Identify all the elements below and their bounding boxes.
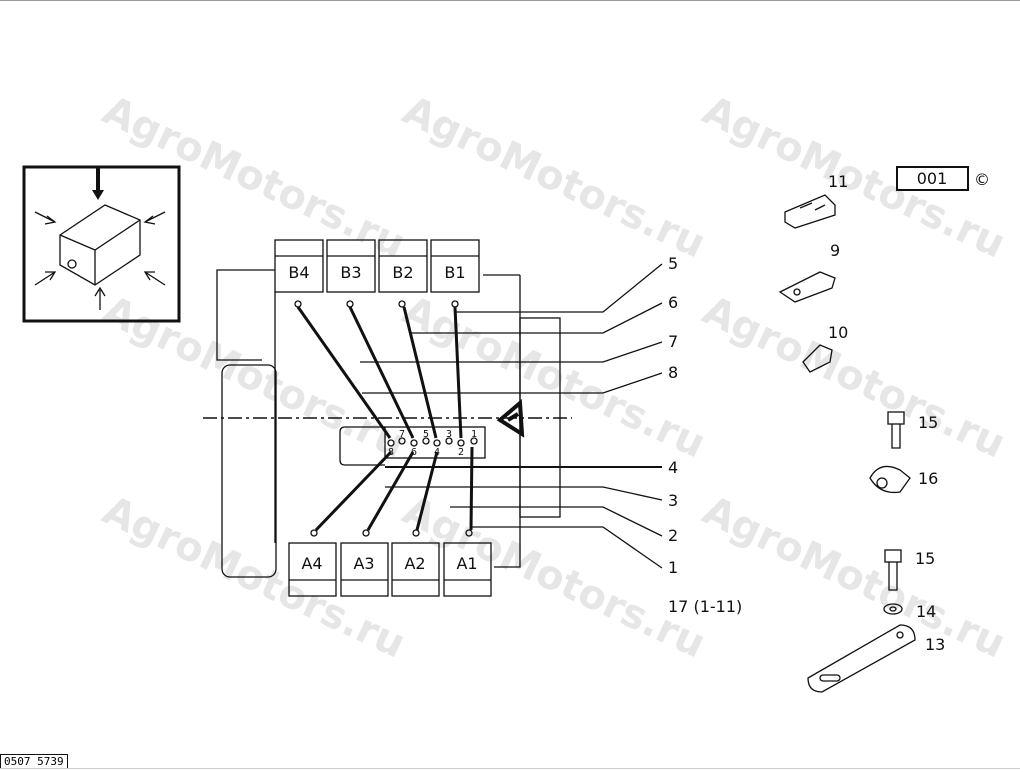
svg-text:15: 15	[915, 549, 935, 568]
watermarks: AgroMotors.ru AgroMotors.ru AgroMotors.r…	[96, 87, 1012, 667]
bottom-border	[0, 768, 1020, 769]
svg-text:2: 2	[668, 526, 678, 545]
connector-a4: A4	[288, 529, 337, 597]
svg-text:B1: B1	[444, 263, 465, 282]
connector-b3: B3	[326, 239, 376, 308]
arrow-icon	[34, 211, 57, 225]
svg-text:11: 11	[828, 172, 848, 191]
watermark: AgroMotors.ru	[96, 287, 412, 467]
svg-text:1: 1	[471, 429, 477, 440]
svg-text:10: 10	[828, 323, 848, 342]
part-15-bolt-2: 15	[884, 549, 935, 591]
bottom-connectors: A4 A3 A2 A1	[288, 529, 492, 597]
connector-a2: A2	[391, 529, 440, 597]
svg-text:A1: A1	[456, 554, 477, 573]
direction-triangle-icon	[496, 398, 525, 438]
svg-text:16: 16	[918, 469, 938, 488]
watermark: AgroMotors.ru	[696, 87, 1012, 267]
watermark: AgroMotors.ru	[396, 487, 712, 667]
svg-text:8: 8	[668, 363, 678, 382]
svg-text:A3: A3	[353, 554, 374, 573]
part-11-clip: 11	[784, 172, 848, 229]
svg-text:15: 15	[918, 413, 938, 432]
connector-b1: B1	[430, 239, 480, 308]
svg-text:2: 2	[458, 447, 464, 458]
watermark: AgroMotors.ru	[696, 287, 1012, 467]
part-14-washer: 14	[883, 602, 936, 621]
cartridge-shape	[59, 204, 141, 286]
svg-text:3: 3	[446, 429, 452, 440]
reference-number: 0507 5739	[0, 754, 68, 769]
svg-text:A4: A4	[301, 554, 322, 573]
svg-text:13: 13	[925, 635, 945, 654]
svg-text:B2: B2	[392, 263, 413, 282]
svg-text:4: 4	[668, 458, 678, 477]
connector-b2: B2	[378, 239, 428, 308]
inset-view	[22, 165, 181, 323]
watermark: AgroMotors.ru	[396, 287, 712, 467]
harness-frame	[203, 269, 572, 578]
svg-text:5: 5	[668, 254, 678, 273]
part-9-clip: 9	[778, 241, 840, 303]
arrow-icon	[34, 271, 57, 286]
svg-text:7: 7	[399, 429, 405, 440]
arrow-up-icon	[94, 286, 106, 310]
diagram-code: 001 ©	[896, 166, 990, 191]
svg-text:001: 001	[917, 169, 948, 188]
svg-text:7: 7	[668, 332, 678, 351]
part-10-clip: 10	[802, 323, 848, 373]
watermark: AgroMotors.ru	[696, 487, 1012, 667]
part-13-strap: 13	[807, 624, 945, 693]
connector-b4: B4	[274, 239, 324, 308]
svg-text:6: 6	[411, 447, 417, 458]
svg-text:14: 14	[916, 602, 936, 621]
svg-text:5: 5	[423, 429, 429, 440]
callout-labels: 5 6 7 8 4 3 2 1 17 (1-11)	[668, 254, 742, 616]
arrow-icon	[143, 271, 166, 286]
wires	[296, 306, 474, 532]
connector-a1: A1	[443, 529, 492, 597]
copyright-icon: ©	[974, 170, 990, 189]
svg-text:6: 6	[668, 293, 678, 312]
svg-text:B4: B4	[288, 263, 309, 282]
svg-text:A2: A2	[404, 554, 425, 573]
top-connectors: B4 B3 B2 B1	[274, 239, 480, 308]
svg-text:9: 9	[830, 241, 840, 260]
svg-text:1: 1	[668, 558, 678, 577]
parts: 11 9 10 15 16 15 14 13	[778, 172, 945, 693]
cylinder	[221, 364, 277, 578]
kit-label: 17 (1-11)	[668, 597, 742, 616]
svg-text:B3: B3	[340, 263, 361, 282]
connector-a3: A3	[340, 529, 389, 597]
callout-leaders	[360, 263, 663, 569]
svg-text:3: 3	[668, 491, 678, 510]
part-16-clamp: 16	[869, 465, 938, 494]
arrow-icon	[143, 211, 166, 225]
connector-pins: 7 5 3 1 8 6 4 2	[387, 429, 478, 458]
top-border	[0, 0, 1020, 1]
part-15-bolt: 15	[887, 411, 938, 449]
